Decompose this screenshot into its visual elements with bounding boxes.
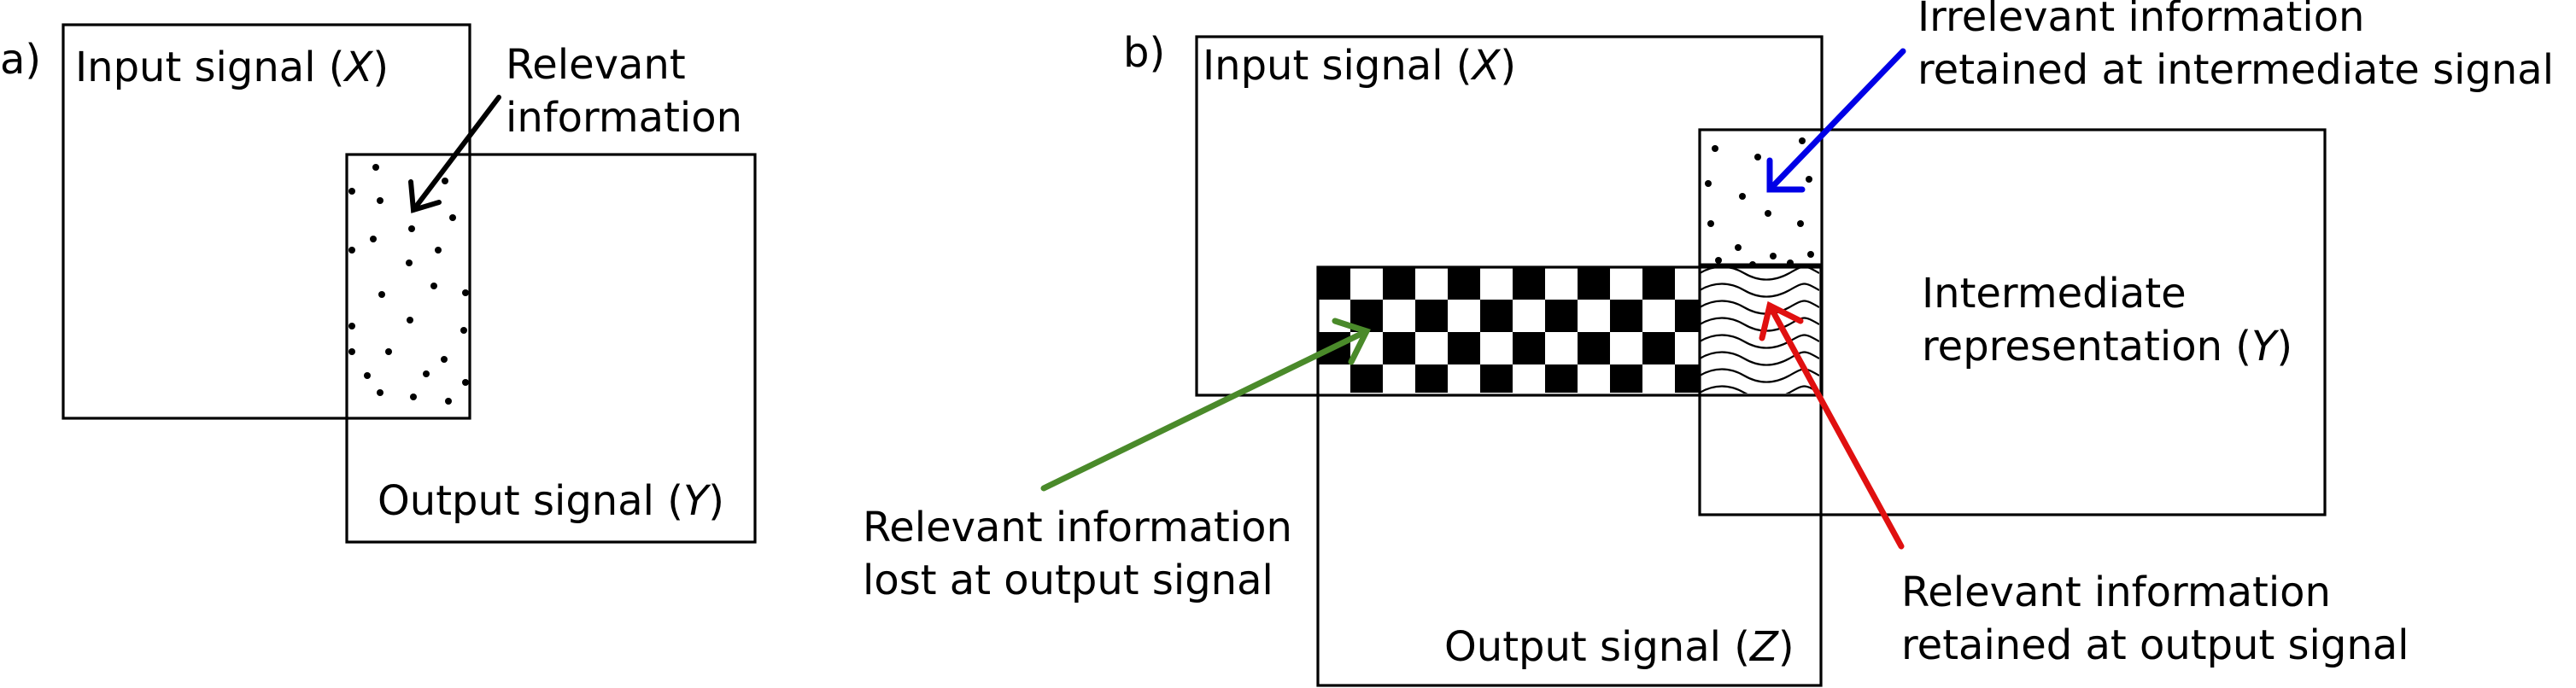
- panel-a: a) Input signal (X) Output signal (Y) Re…: [0, 23, 757, 544]
- output-signal-box: [1316, 265, 1823, 687]
- output-signal-label: Output signal (Y): [378, 477, 724, 525]
- relevant-lost-region: [1318, 267, 1700, 393]
- relevant-retained-label-line2: retained at output signal: [1901, 621, 2409, 669]
- input-signal-box: [1195, 35, 1824, 397]
- irrelevant-retained-arrow: [1766, 48, 1906, 193]
- input-signal-label: Input signal (X): [1203, 42, 1516, 90]
- relevant-information-label: Relevant: [506, 41, 686, 89]
- intermediate-representation-box: [1698, 128, 2327, 516]
- relevant-retained-region: [1700, 265, 1819, 394]
- relevant-information-dots: [348, 164, 469, 405]
- relevant-lost-label-line2: lost at output signal: [863, 557, 1273, 604]
- relevant-lost-label: Relevant information: [863, 504, 1292, 551]
- panel-b: b) Input signal (X) Intermediate represe…: [863, 0, 2554, 687]
- input-signal-box: [61, 23, 471, 420]
- irrelevant-information-label-line2: retained at intermediate signal: [1917, 46, 2554, 94]
- output-signal-box: [345, 153, 757, 544]
- relevant-information-label-line2: information: [506, 94, 742, 142]
- relevant-information-arrow: [408, 95, 501, 213]
- input-signal-label: Input signal (X): [75, 44, 389, 91]
- relevant-retained-arrow: [1759, 300, 1905, 550]
- relevant-lost-arrow: [1040, 318, 1371, 492]
- irrelevant-retained-dots: [1705, 137, 1814, 268]
- irrelevant-information-label: Irrelevant information: [1917, 0, 2364, 41]
- panel-a-label: a): [0, 36, 41, 84]
- relevant-retained-label: Relevant information: [1901, 568, 2331, 616]
- output-signal-label: Output signal (Z): [1444, 623, 1794, 671]
- intermediate-representation-label-line2: representation (Y): [1922, 323, 2292, 370]
- panel-b-label: b): [1123, 29, 1165, 77]
- intermediate-representation-label: Intermediate: [1922, 270, 2187, 318]
